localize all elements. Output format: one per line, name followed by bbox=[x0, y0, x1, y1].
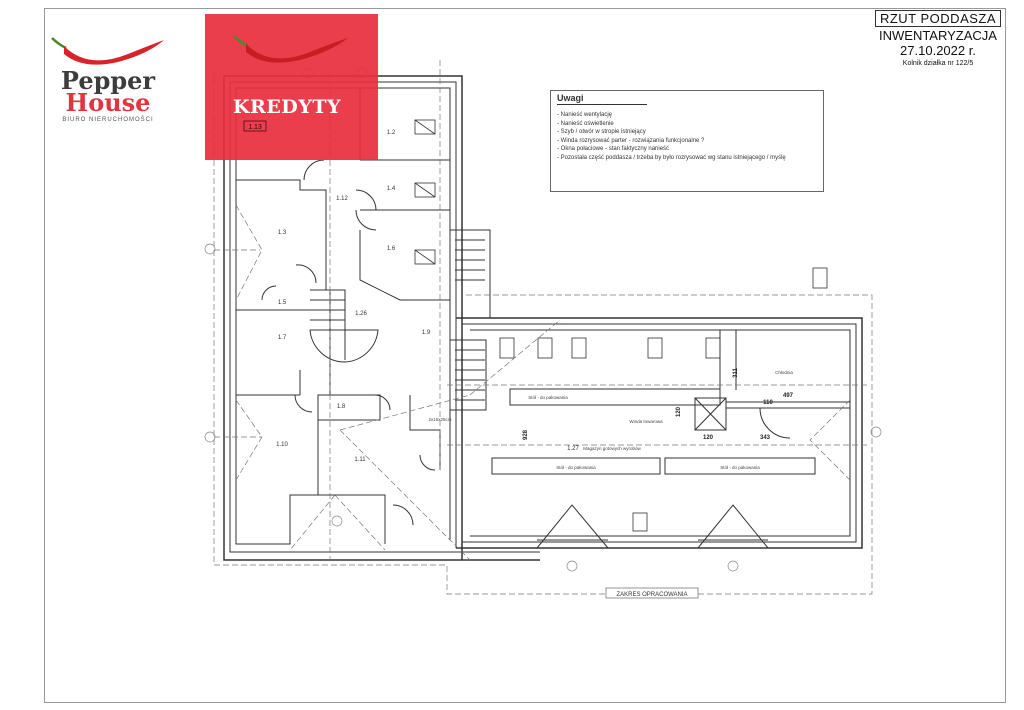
logo-tagline: BIURO NIERUCHOMOŚCI bbox=[62, 117, 154, 123]
room-label-1-5: 1.5 bbox=[278, 300, 287, 306]
cold-room-label: Chłodnia bbox=[775, 370, 793, 375]
logo-line1: Pepper bbox=[60, 66, 156, 95]
room-label-1-6: 1.6 bbox=[387, 246, 396, 252]
room-label-1-26: 1.26 bbox=[355, 311, 367, 317]
drawing-subtitle: INWENTARYZACJA bbox=[879, 28, 997, 43]
table-label: Stół - do pakowania bbox=[720, 465, 760, 470]
room-label-1-3: 1.3 bbox=[278, 230, 287, 236]
vent-label: 2x15x25cm bbox=[428, 417, 451, 422]
scope-label: ZAKRES OPRACOWANIA bbox=[616, 592, 687, 598]
kredyty-label: KREDYTY bbox=[233, 96, 342, 118]
drawing-location: Kolnik działka nr 122/5 bbox=[902, 60, 974, 67]
room-label-1-8: 1.8 bbox=[337, 404, 346, 410]
note-item: - Winda rozrysować parter - rozwiązania … bbox=[557, 137, 705, 144]
note-item: - Okna połaciowe - stan faktyczny nanieś… bbox=[557, 146, 670, 153]
note-item: - Nanieść oświetlenie bbox=[557, 120, 614, 127]
note-item: - Pozostała część poddasza / trzeba by b… bbox=[557, 154, 786, 161]
title-block: RZUT PODDASZA INWENTARYZACJA 27.10.2022 … bbox=[868, 10, 1008, 70]
table-label: Stół - do pakowania bbox=[556, 465, 596, 470]
dim-120: 120 bbox=[703, 435, 714, 441]
dim-110: 110 bbox=[763, 400, 773, 406]
notes-title: Uwagi bbox=[557, 93, 647, 105]
drawing-date: 27.10.2022 r. bbox=[900, 43, 976, 58]
pepper-house-logo: Pepper House BIURO NIERUCHOMOŚCI bbox=[48, 30, 168, 123]
notes-box: Uwagi - Nanieść wentylację - Nanieść ośw… bbox=[550, 90, 824, 192]
dim-343: 343 bbox=[760, 435, 771, 441]
logo-line2: House bbox=[65, 88, 151, 117]
lift-label: Winda towarowa bbox=[629, 419, 663, 424]
note-item: - Szyb / otwór w stropie istniejący bbox=[557, 129, 646, 136]
wall-outline-right bbox=[456, 317, 863, 549]
chili-icon bbox=[51, 37, 164, 65]
kredyty-banner[interactable]: KREDYTY bbox=[205, 14, 378, 160]
room-label-1-2: 1.2 bbox=[387, 130, 396, 136]
dim-928: 928 bbox=[523, 429, 529, 440]
table-label: Stół - do pakowania bbox=[528, 395, 568, 400]
drawing-title: RZUT PODDASZA bbox=[874, 10, 1002, 27]
dim-120-vertical: 120 bbox=[676, 406, 682, 417]
room-label-1-4: 1.4 bbox=[387, 186, 396, 192]
room-label-1-12: 1.12 bbox=[336, 196, 348, 202]
room-label-1-10: 1.10 bbox=[276, 442, 288, 448]
drawing-sheet bbox=[44, 8, 1006, 703]
dim-311: 311 bbox=[733, 368, 739, 378]
room-label-1-9: 1.9 bbox=[422, 330, 431, 336]
room-label-1-27: 1.27 bbox=[567, 446, 579, 452]
note-item: - Nanieść wentylację bbox=[557, 112, 613, 118]
chili-icon bbox=[233, 35, 348, 63]
room-label-1-7: 1.7 bbox=[278, 335, 287, 341]
storage-label: Magazyn gotowych wyrobów bbox=[583, 446, 641, 451]
dim-497: 497 bbox=[783, 393, 794, 399]
room-label-1-11: 1.11 bbox=[354, 457, 366, 463]
